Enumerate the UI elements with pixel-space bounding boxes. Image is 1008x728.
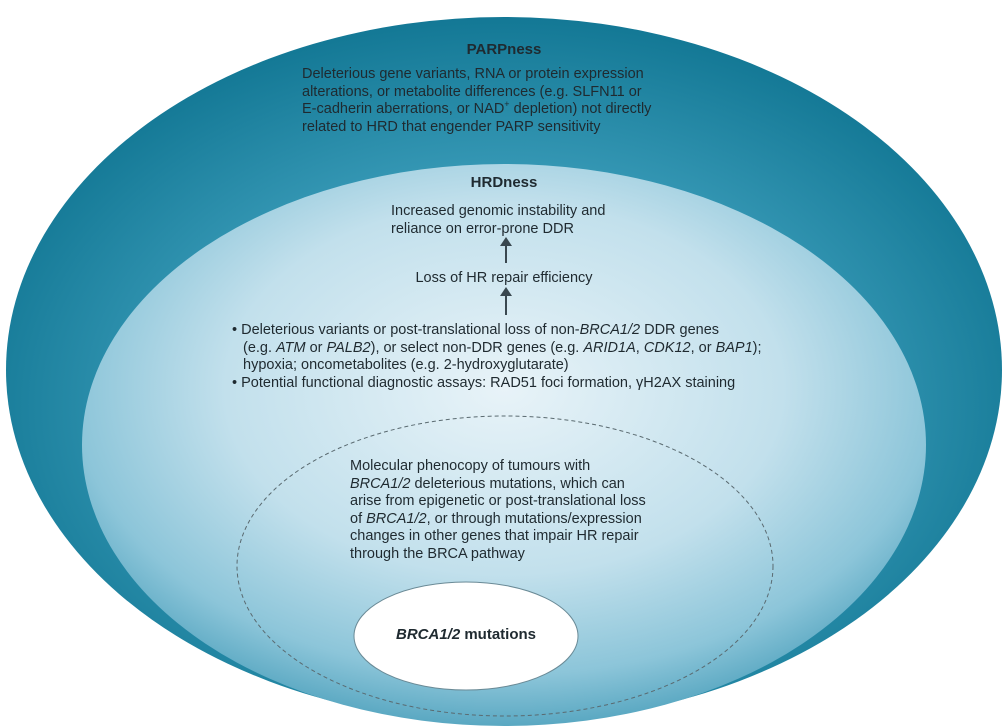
parpness-line-3: E-cadherin aberrations, or NAD+ depletio… (302, 99, 652, 117)
bullet-1-line-2: (e.g. ATM or PALB2), or select non-DDR g… (243, 339, 762, 356)
bullet-1-line-3: hypoxia; oncometabolites (e.g. 2-hydroxy… (243, 357, 569, 373)
arrow-up-icon (500, 237, 512, 263)
hrdness-bullets: • Deleterious variants or post-translati… (232, 322, 812, 392)
parpness-line-1: Deleterious gene variants, RNA or protei… (302, 66, 644, 82)
instability-line-1: Increased genomic instability and (391, 203, 606, 219)
phenocopy-line-6: through the BRCA pathway (350, 545, 525, 562)
parpness-line-2: alterations, or metabolite differences (… (302, 83, 642, 100)
arrow-up-icon-2 (500, 287, 512, 315)
phenocopy-line-4: of BRCA1/2, or through mutations/express… (350, 510, 642, 527)
bullet-icon: • (232, 374, 238, 391)
hrdness-title: HRDness (470, 174, 538, 191)
parpness-description: Deleterious gene variants, RNA or protei… (302, 66, 742, 136)
phenocopy-text: Molecular phenocopy of tumours with BRCA… (350, 458, 730, 563)
parpness-line-4: related to HRD that engender PARP sensit… (302, 118, 601, 135)
phenocopy-dashed-ellipse (236, 415, 774, 717)
brca-mutations-label: BRCA1/2 mutations (395, 626, 537, 643)
genomic-instability-text: Increased genomic instability and relian… (391, 203, 671, 238)
phenocopy-line-1: Molecular phenocopy of tumours with (350, 458, 591, 474)
hr-loss-text: Loss of HR repair efficiency (415, 270, 593, 286)
phenocopy-line-2: BRCA1/2 deleterious mutations, which can (350, 475, 625, 492)
bullet-2: • Potential functional diagnostic assays… (232, 374, 736, 391)
parpness-title: PARPness (466, 41, 542, 58)
hrdness-ellipse (82, 164, 926, 726)
bullet-icon: • (232, 322, 238, 338)
phenocopy-line-3: arise from epigenetic or post-translatio… (350, 493, 646, 509)
phenocopy-line-5: changes in other genes that impair HR re… (350, 528, 639, 544)
bullet-1-line-1: • Deleterious variants or post-translati… (232, 322, 720, 338)
instability-line-2: reliance on error-prone DDR (391, 220, 574, 237)
brca-mutations-ellipse (353, 581, 579, 691)
